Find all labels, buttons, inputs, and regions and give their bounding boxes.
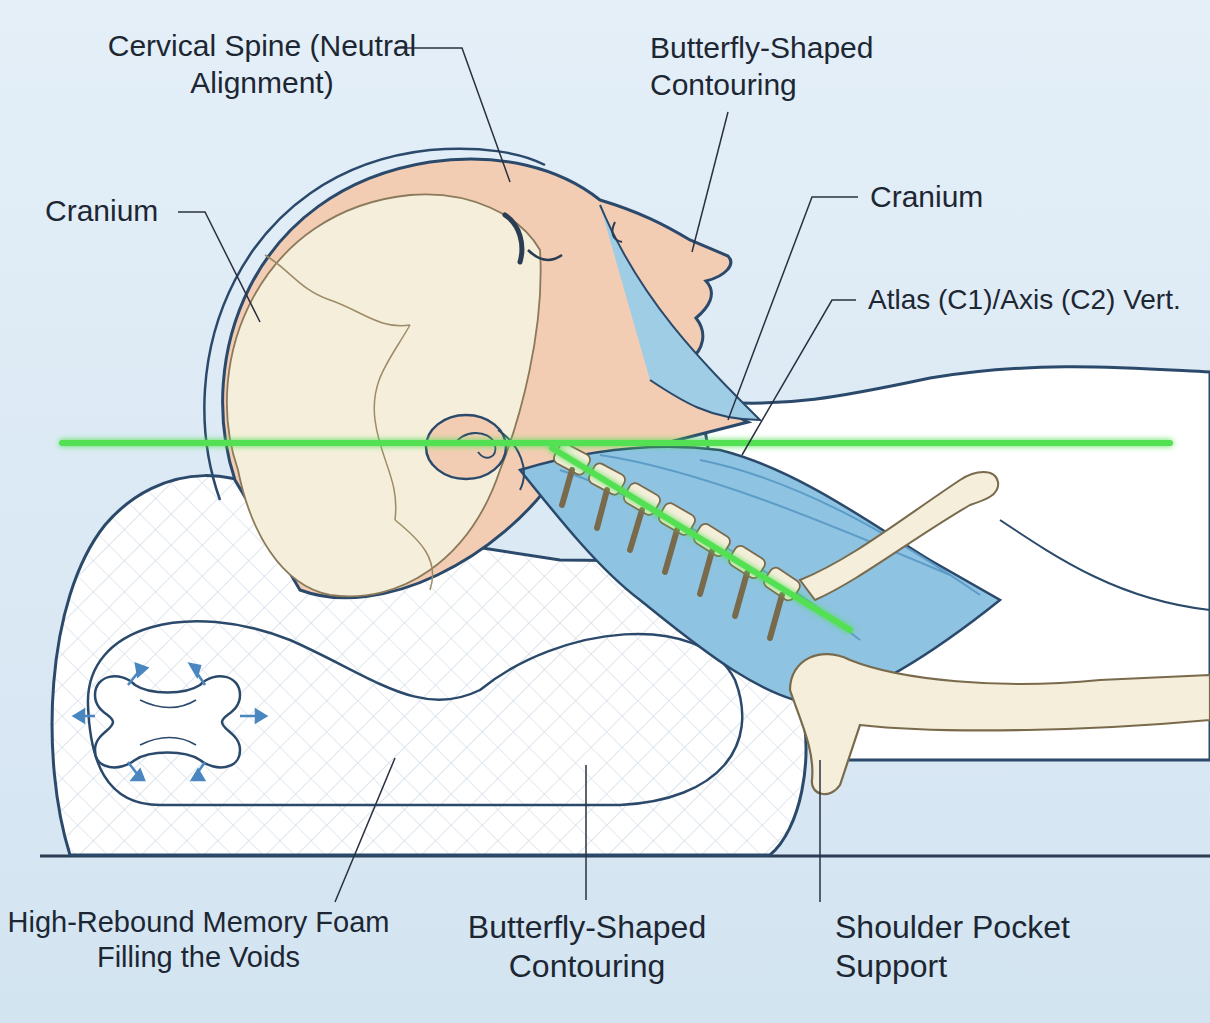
- callout-label: Cranium: [870, 179, 983, 216]
- skull: [227, 194, 541, 596]
- arm-fold: [1000, 520, 1210, 610]
- rebound-arrows: [74, 664, 266, 780]
- callout-label: Cervical Spine (Neutral Alignment): [97, 28, 427, 101]
- callout-label: Atlas (C1)/Axis (C2) Vert.: [868, 283, 1181, 317]
- skull-sutures: [265, 255, 433, 590]
- clavicle: [800, 472, 998, 600]
- shoulder-bones: [790, 654, 1210, 794]
- neck-muscle: [520, 447, 1000, 705]
- alignment-lines: [62, 443, 1170, 630]
- ear: [426, 415, 506, 479]
- callout-label: High-Rebound Memory Foam Filling the Voi…: [6, 905, 391, 976]
- foam-rebound-icon: [95, 676, 240, 767]
- callout-label: Butterfly-Shaped Contouring: [437, 908, 737, 986]
- jaw-line: [498, 430, 524, 490]
- nostril: [612, 222, 622, 242]
- callout-label: Butterfly-Shaped Contouring: [650, 30, 950, 103]
- callout-label: Shoulder Pocket Support: [835, 908, 1115, 986]
- leader-lines: [178, 48, 858, 902]
- butterfly-contour: [88, 621, 742, 805]
- closed-eye: [528, 250, 562, 260]
- eyebrow: [505, 215, 522, 262]
- callout-label: Cranium: [45, 193, 158, 230]
- muscle-fibers: [560, 455, 980, 640]
- neck-skin: [600, 205, 760, 420]
